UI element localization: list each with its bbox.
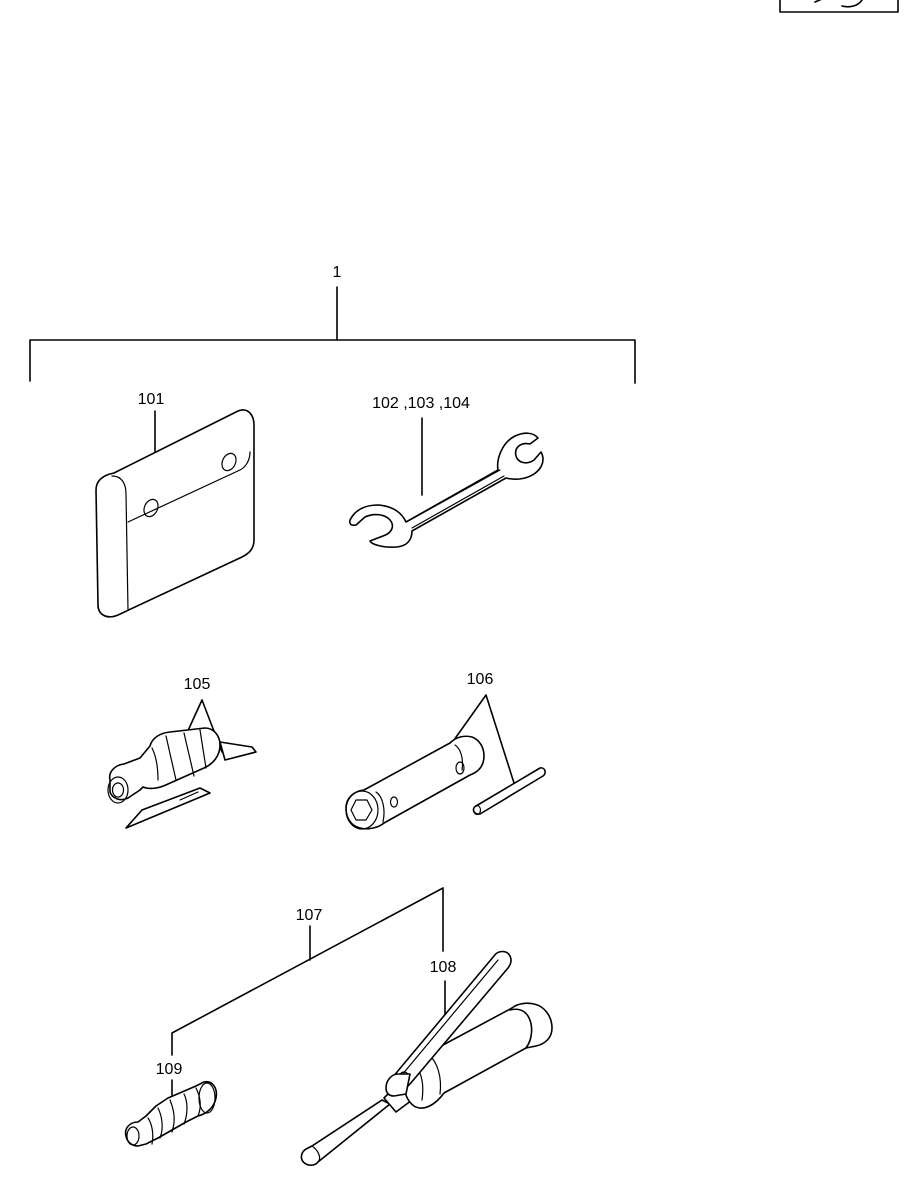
grease-nozzle bbox=[124, 1080, 218, 1147]
label-tool-pouch: 101 bbox=[138, 391, 165, 408]
tommy-bar bbox=[472, 767, 546, 816]
label-wrench: 102 ,103 ,104 bbox=[372, 395, 470, 412]
label-group: 107 bbox=[296, 907, 323, 924]
leader-lines bbox=[154, 410, 515, 1113]
corner-tag-box bbox=[779, 0, 899, 13]
open-end-wrench bbox=[348, 432, 544, 548]
label-nozzle: 109 bbox=[156, 1061, 183, 1078]
tool-pouch bbox=[95, 409, 255, 618]
box-socket-wrench bbox=[345, 735, 485, 830]
label-screwdriver: 105 bbox=[184, 676, 211, 693]
screwdriver-set bbox=[107, 727, 257, 829]
label-socket: 106 bbox=[467, 671, 494, 688]
grease-gun bbox=[300, 950, 553, 1166]
assembly-bracket bbox=[29, 286, 636, 384]
label-grease-gun: 108 bbox=[430, 959, 457, 976]
label-assembly: 1 bbox=[333, 264, 342, 281]
